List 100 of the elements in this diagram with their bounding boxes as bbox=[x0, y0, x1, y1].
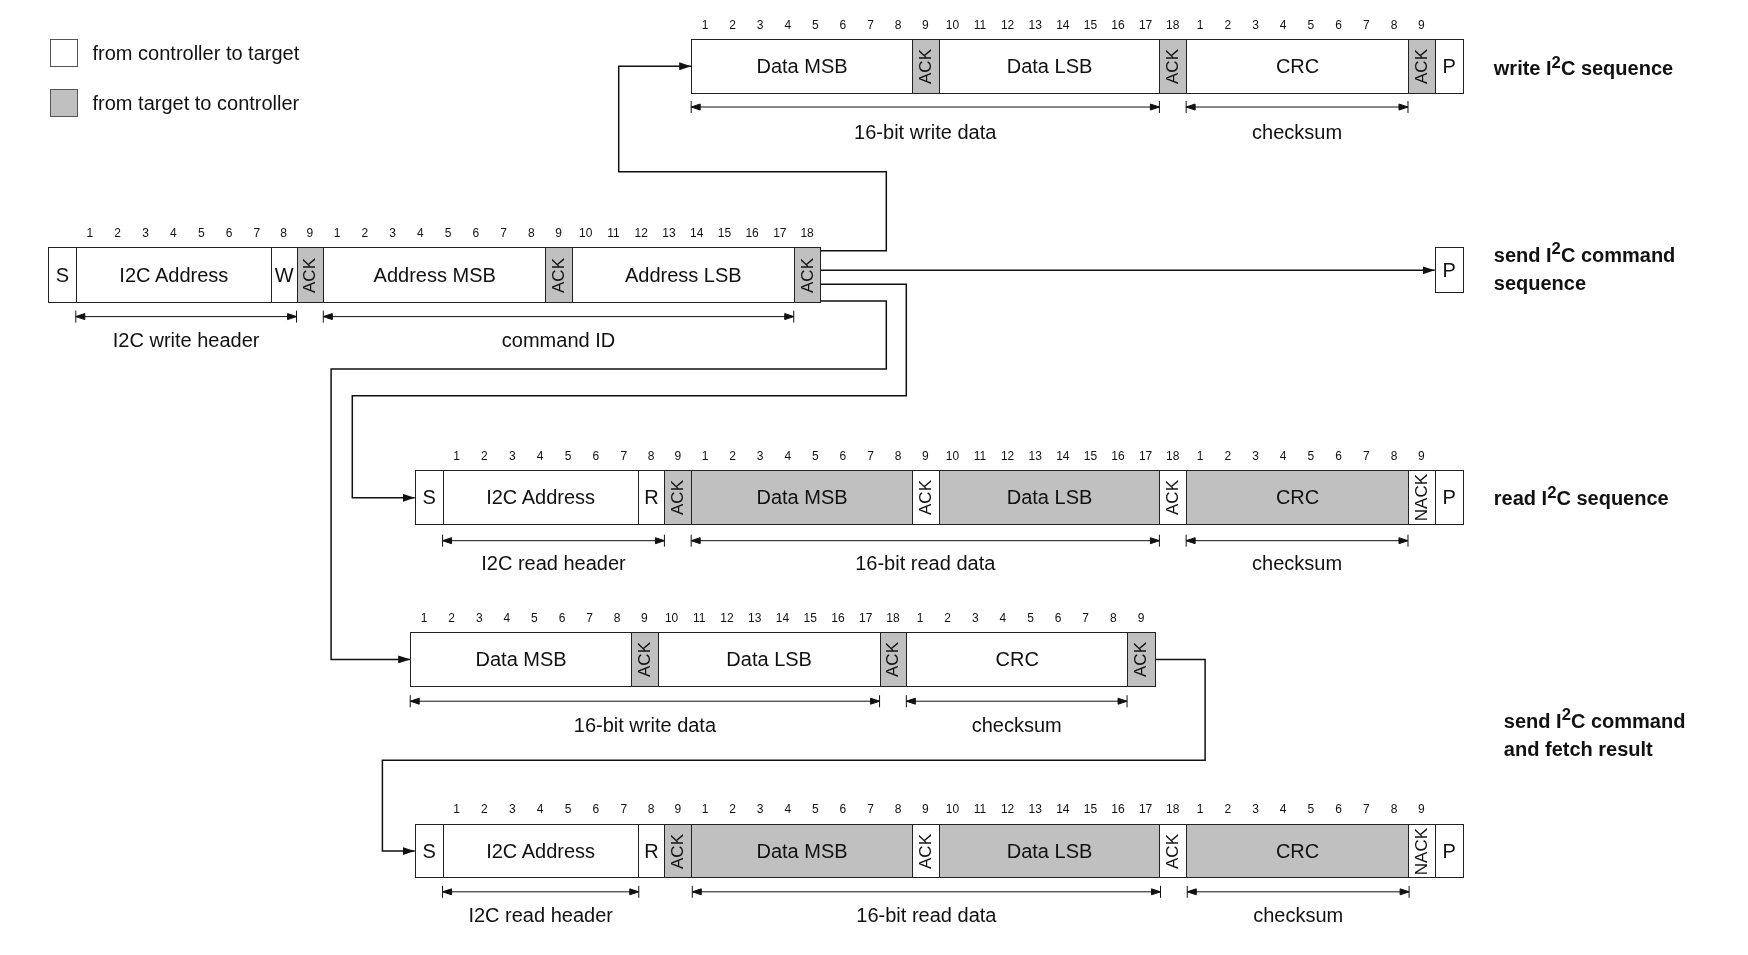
bit-number: 3 bbox=[508, 802, 516, 817]
bit-number: 2 bbox=[448, 610, 455, 625]
bit-number: 6 bbox=[1335, 17, 1342, 32]
packet-field bbox=[75, 247, 272, 304]
bit-number: 13 bbox=[748, 610, 762, 625]
bit-number: 1 bbox=[1196, 448, 1204, 463]
packet-field bbox=[1186, 39, 1409, 94]
bit-number: 9 bbox=[641, 610, 648, 625]
bit-number: 4 bbox=[784, 802, 792, 817]
bit-number: 12 bbox=[634, 226, 648, 240]
ack-field bbox=[664, 823, 693, 879]
ack-label: ACK bbox=[915, 480, 936, 516]
arrow bbox=[819, 266, 1436, 275]
bit-number: 6 bbox=[592, 802, 600, 817]
bit-number: 8 bbox=[894, 17, 902, 32]
bit-number: 5 bbox=[812, 17, 819, 32]
ack-label: ACK bbox=[915, 48, 936, 84]
field-label: Data MSB bbox=[756, 839, 848, 863]
bit-number: 18 bbox=[1166, 17, 1180, 32]
bit-number: 7 bbox=[1363, 802, 1370, 817]
field-label: Data LSB bbox=[1006, 839, 1093, 863]
ack-label: NACK bbox=[1411, 827, 1432, 875]
ack-field bbox=[545, 247, 573, 304]
bit-number: 4 bbox=[1279, 448, 1287, 463]
bit-number: 5 bbox=[564, 802, 572, 817]
bit-number: 10 bbox=[579, 226, 593, 240]
bit-number: 2 bbox=[1224, 802, 1232, 817]
ack-label: ACK bbox=[668, 833, 689, 869]
bit-number: 1 bbox=[333, 226, 341, 240]
dimension-label: 16-bit read data bbox=[855, 551, 996, 575]
dimension-label: command ID bbox=[501, 328, 616, 352]
ack-field bbox=[1159, 470, 1188, 526]
ack-field bbox=[911, 823, 940, 879]
bit-number: 15 bbox=[803, 610, 817, 625]
bit-number: 14 bbox=[690, 226, 704, 240]
bit-number: 2 bbox=[729, 448, 736, 463]
bit-number: 7 bbox=[1082, 610, 1089, 625]
bit-number: 7 bbox=[867, 448, 874, 463]
bit-number: 16 bbox=[831, 610, 845, 625]
bit-number: 4 bbox=[999, 610, 1007, 625]
bit-number: 3 bbox=[971, 610, 979, 625]
bit-number: 18 bbox=[800, 226, 814, 240]
bit-number: 2 bbox=[481, 802, 488, 817]
dimension-label: 16-bit read data bbox=[856, 903, 997, 927]
bit-number: 9 bbox=[1137, 610, 1145, 625]
bit-number: 8 bbox=[647, 448, 655, 463]
bit-number: 9 bbox=[921, 448, 929, 463]
packet-field bbox=[637, 470, 666, 526]
bit-number: 16 bbox=[745, 226, 759, 240]
bit-number: 8 bbox=[647, 802, 655, 817]
bit-number: 17 bbox=[1138, 17, 1153, 32]
bit-number: 3 bbox=[142, 226, 149, 240]
packet-field bbox=[1186, 470, 1409, 526]
ack-field bbox=[879, 632, 908, 687]
field-label: S bbox=[422, 839, 436, 863]
field-label: P bbox=[1442, 839, 1456, 863]
bit-number: 13 bbox=[1028, 802, 1042, 817]
packet-field bbox=[442, 823, 639, 879]
bit-number: 7 bbox=[620, 802, 628, 817]
bit-number: 11 bbox=[973, 448, 987, 463]
bit-number: 6 bbox=[839, 802, 847, 817]
packet-field bbox=[47, 247, 77, 304]
field-label: I2C Address bbox=[486, 486, 596, 510]
bit-number: 3 bbox=[1252, 802, 1259, 817]
bit-number: 12 bbox=[720, 610, 734, 625]
packet-field bbox=[571, 247, 795, 304]
field-label: CRC bbox=[1275, 486, 1320, 510]
packet-field bbox=[691, 39, 913, 94]
ack-label: ACK bbox=[1131, 641, 1152, 677]
dimension-label: checksum bbox=[1253, 903, 1344, 927]
bit-number: 12 bbox=[1000, 17, 1015, 32]
bit-number: 5 bbox=[564, 448, 572, 463]
bit-number: 15 bbox=[1083, 17, 1098, 32]
bit-number: 1 bbox=[86, 226, 94, 240]
field-label: CRC bbox=[1275, 839, 1320, 863]
bit-number: 5 bbox=[1027, 610, 1034, 625]
bit-number: 9 bbox=[921, 17, 929, 32]
arrow bbox=[330, 300, 888, 664]
bit-number: 4 bbox=[417, 226, 424, 240]
bit-number: 2 bbox=[1224, 17, 1232, 32]
bit-number: 14 bbox=[775, 610, 790, 625]
field-label: CRC bbox=[995, 647, 1039, 671]
ack-field bbox=[1159, 823, 1188, 879]
packet-field bbox=[414, 823, 444, 879]
packet-field bbox=[1434, 823, 1464, 879]
bit-number: 18 bbox=[1166, 448, 1180, 463]
ack-field bbox=[1408, 39, 1436, 94]
bit-number: 2 bbox=[944, 610, 952, 625]
bit-number: 1 bbox=[1196, 802, 1204, 817]
bit-number: 9 bbox=[921, 802, 929, 817]
bit-number: 3 bbox=[1252, 448, 1259, 463]
ack-field bbox=[1127, 632, 1156, 687]
packet-field bbox=[410, 632, 632, 687]
field-label: R bbox=[644, 486, 659, 510]
field-label: Address MSB bbox=[373, 263, 496, 287]
field-label: S bbox=[55, 263, 69, 287]
bit-number: 15 bbox=[1083, 802, 1098, 817]
bit-number: 4 bbox=[170, 226, 177, 240]
bit-number: 9 bbox=[306, 226, 314, 240]
bit-number: 3 bbox=[756, 448, 764, 463]
